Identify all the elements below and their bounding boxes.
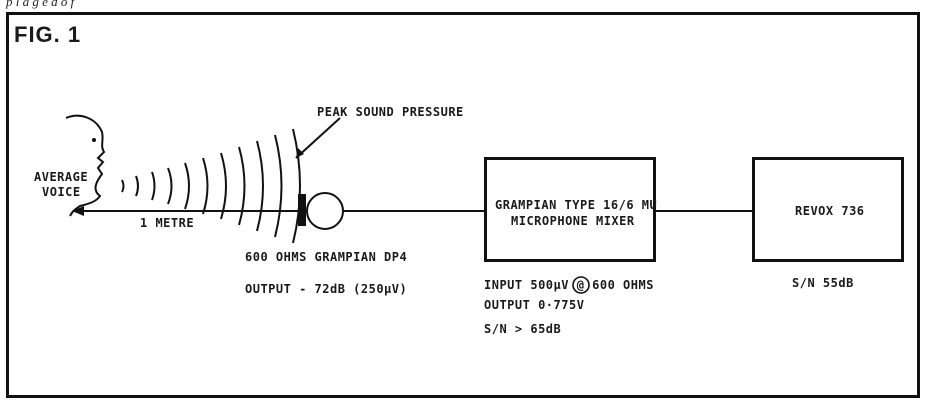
recorder-name-label: REVOX 736: [795, 204, 865, 218]
peak-sound-pressure-label: PEAK SOUND PRESSURE: [317, 105, 464, 119]
figure-frame: [6, 12, 920, 398]
top-caption-fragment: p l a g e d o f: [6, 0, 75, 9]
head-profile-outline: [65, 114, 106, 217]
figure-title: FIG. 1: [14, 22, 82, 47]
mixer-box: [484, 157, 656, 262]
distance-arrowhead: [72, 206, 84, 216]
head-eye: [92, 138, 96, 142]
distance-label: 1 METRE: [140, 216, 195, 230]
average-voice-label-line2: VOICE: [42, 185, 81, 199]
mixer-signal-to-noise: S/N > 65dB: [484, 322, 562, 336]
microphone-name-label: 600 OHMS GRAMPIAN DP4: [245, 250, 408, 264]
sound-wave-arcs: [121, 128, 301, 244]
microphone-diaphragm: [298, 194, 306, 226]
mixer-input-spec: INPUT 500μV @ 600 OHMS: [484, 278, 654, 292]
at-symbol-circle: [572, 276, 590, 294]
microphone-output-label: OUTPUT - 72dB (250μV): [245, 282, 408, 296]
peak-pressure-leader-line: [295, 117, 341, 159]
mixer-name-line2: MICROPHONE MIXER: [511, 214, 635, 228]
average-voice-label-line1: AVERAGE: [34, 170, 89, 184]
mixer-output-spec: OUTPUT 0·775V: [484, 298, 585, 312]
peak-pressure-arrowhead: [296, 148, 304, 158]
recorder-box: [752, 157, 904, 262]
recorder-signal-to-noise: S/N 55dB: [792, 276, 854, 290]
mixer-name-line1: GRAMPIAN TYPE 16/6 MU: [495, 198, 658, 212]
microphone-body: [306, 192, 344, 230]
